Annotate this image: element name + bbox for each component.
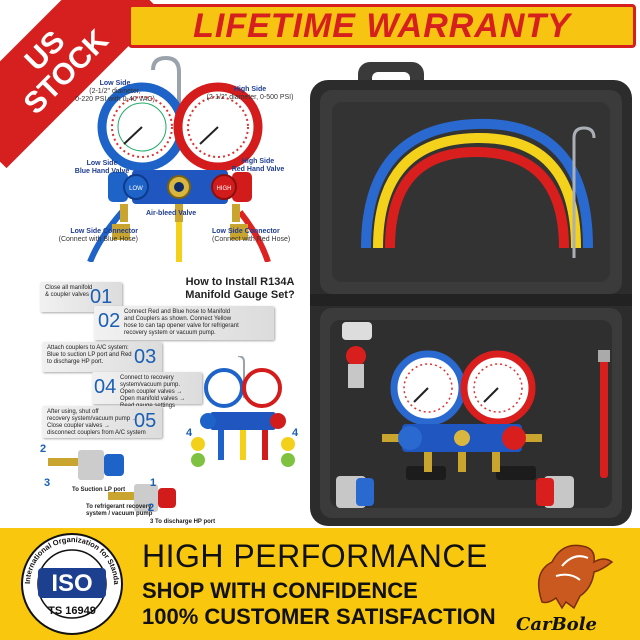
carbole-pegasus-logo — [537, 544, 614, 610]
callout-4-left: 4 — [186, 427, 193, 439]
callout-3: 3 — [44, 477, 51, 489]
install-manifold — [191, 356, 295, 467]
ts-text: TS 16949 — [48, 605, 96, 617]
step-03: Attach couplers to A/C system:Blue to su… — [42, 342, 162, 372]
low-connector-label: Low Side Connector(Connect with Blue Hos… — [58, 228, 138, 243]
brand-logo-text: CarBole — [516, 614, 597, 635]
warranty-text: LIFETIME WARRANTY — [193, 6, 571, 45]
case-blue-hose — [361, 118, 593, 249]
coupler-red — [108, 484, 176, 512]
callout-4-right: 4 — [292, 427, 299, 439]
callout-2: 2 — [40, 443, 47, 455]
step-04: 04 Connect to recovery system/vacuum pum… — [92, 372, 202, 409]
shop-confidence-text: SHOP WITH CONFIDENCE — [142, 578, 418, 603]
low-side-label: Low Side (2-1/2" diameter, 0-220 PSI wit… — [75, 80, 155, 103]
warranty-banner: LIFETIME WARRANTY — [128, 4, 636, 48]
suction-label: To Suction LP port — [72, 487, 126, 493]
high-connector-label: Low Side Connector(Connect with Red Hose… — [212, 228, 291, 243]
customer-satisfaction-text: 100% CUSTOMER SATISFACTION — [142, 604, 496, 629]
callout-1: 1 — [150, 477, 157, 489]
callout-2b: 2 — [148, 502, 155, 514]
low-knob-label: LOW — [129, 186, 143, 192]
high-side-label: High Side (2-1/2" diameter, 0-500 PSI) — [206, 86, 294, 101]
coupler-blue — [48, 450, 124, 480]
manifold-diagram: LOW HIGH — [87, 55, 271, 262]
step-02: 02 Connect Red and Blue hose to Manifold… — [94, 306, 274, 340]
high-knob-label: HIGH — [217, 186, 232, 192]
blue-hose — [87, 210, 125, 262]
high-performance-text: HIGH PERFORMANCE — [142, 538, 488, 574]
air-bleed-label: Air-bleed Valve — [146, 210, 197, 217]
carrying-case — [310, 62, 632, 526]
blue-knob: LOW — [108, 172, 149, 202]
hook-icon — [151, 55, 181, 142]
install-title: How to Install R134A Manifold Gauge Set? — [185, 276, 295, 301]
discharge-label: 3 To discharge HP port — [150, 519, 216, 525]
red-knob: HIGH — [211, 172, 252, 202]
iso-badge: International Organization for Standardi… — [8, 530, 123, 635]
case-red-hose — [385, 146, 569, 249]
red-hose — [237, 210, 271, 262]
case-yellow-hose — [373, 132, 581, 249]
iso-text: ISO — [51, 570, 92, 597]
